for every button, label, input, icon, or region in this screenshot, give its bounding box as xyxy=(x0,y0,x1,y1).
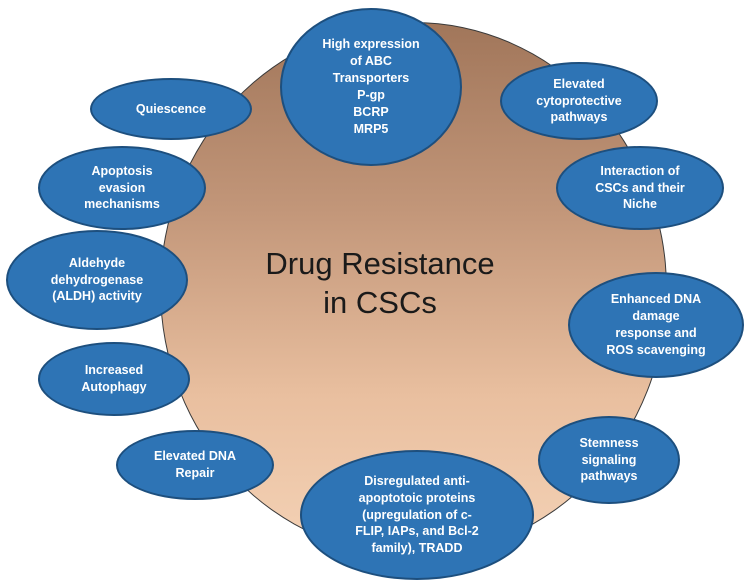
node-label: Disregulated anti- apoptotoic proteins (… xyxy=(355,473,479,556)
node-cscs-niche: Interaction of CSCs and their Niche xyxy=(556,146,724,230)
node-label: High expression of ABC Transporters P-gp… xyxy=(322,37,420,136)
node-label: Elevated DNA Repair xyxy=(154,449,236,480)
node-apoptosis-evasion: Apoptosis evasion mechanisms xyxy=(38,146,206,230)
node-label: Quiescence xyxy=(135,101,207,116)
node-label: Enhanced DNA damage response and ROS sca… xyxy=(606,292,706,357)
node-anti-apoptotic-proteins: Disregulated anti- apoptotoic proteins (… xyxy=(300,450,534,580)
node-label: Interaction of CSCs and their Niche xyxy=(595,163,685,212)
node-autophagy: Increased Autophagy xyxy=(38,342,190,416)
node-quiescence: Quiescence xyxy=(90,78,252,140)
node-label: Increased Autophagy xyxy=(81,363,147,394)
node-label: Apoptosis evasion mechanisms xyxy=(84,163,160,212)
node-abc-transporters: High expression of ABC Transporters P-gp… xyxy=(280,8,462,166)
node-dna-damage-response: Enhanced DNA damage response and ROS sca… xyxy=(568,272,744,378)
node-label: Elevated cytoprotective pathways xyxy=(536,76,622,125)
node-cytoprotective-pathways: Elevated cytoprotective pathways xyxy=(500,62,658,140)
diagram-title: Drug Resistance in CSCs xyxy=(265,246,495,320)
node-aldh-activity: Aldehyde dehydrogenase (ALDH) activity xyxy=(6,230,188,330)
node-dna-repair: Elevated DNA Repair xyxy=(116,430,274,500)
node-label: Aldehyde dehydrogenase (ALDH) activity xyxy=(50,255,144,304)
node-label: Stemness signaling pathways xyxy=(579,435,639,484)
node-stemness-signaling: Stemness signaling pathways xyxy=(538,416,680,504)
